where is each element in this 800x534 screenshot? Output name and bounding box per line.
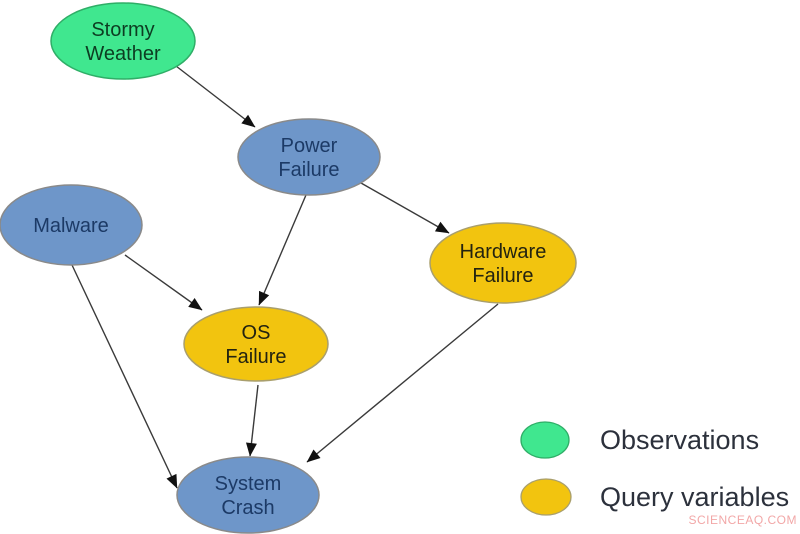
node-stormy-weather-ellipse (50, 2, 196, 80)
edge-power-failure-to-hardware-failure (360, 182, 450, 234)
node-os-failure-ellipse (183, 306, 329, 382)
legend-swatch-query-variables (520, 478, 572, 516)
edge-os-failure-to-system-crash (245, 384, 259, 457)
node-hardware-failure-ellipse (429, 222, 577, 304)
legend-item-query-variables: Query variables (520, 478, 789, 516)
edge-hardware-failure-to-system-crash (306, 303, 499, 463)
edge-malware-to-os-failure (124, 254, 203, 311)
edge-malware-to-system-crash (71, 264, 178, 489)
node-malware-ellipse (0, 184, 143, 266)
watermark: SCIENCEAQ.COM (688, 513, 797, 527)
legend-item-observations: Observations (520, 421, 759, 459)
legend-label-query-variables: Query variables (600, 482, 789, 512)
edge-power-failure-to-os-failure (258, 194, 307, 306)
edge-stormy-weather-to-power-failure (175, 65, 256, 128)
legend-label-observations: Observations (600, 425, 759, 455)
legend-swatch-observations (520, 421, 570, 459)
node-malware-label: Malware (33, 215, 109, 237)
node-malware: Malware (0, 184, 143, 266)
node-power-failure-ellipse (237, 118, 381, 196)
node-system-crash-ellipse (176, 456, 320, 534)
